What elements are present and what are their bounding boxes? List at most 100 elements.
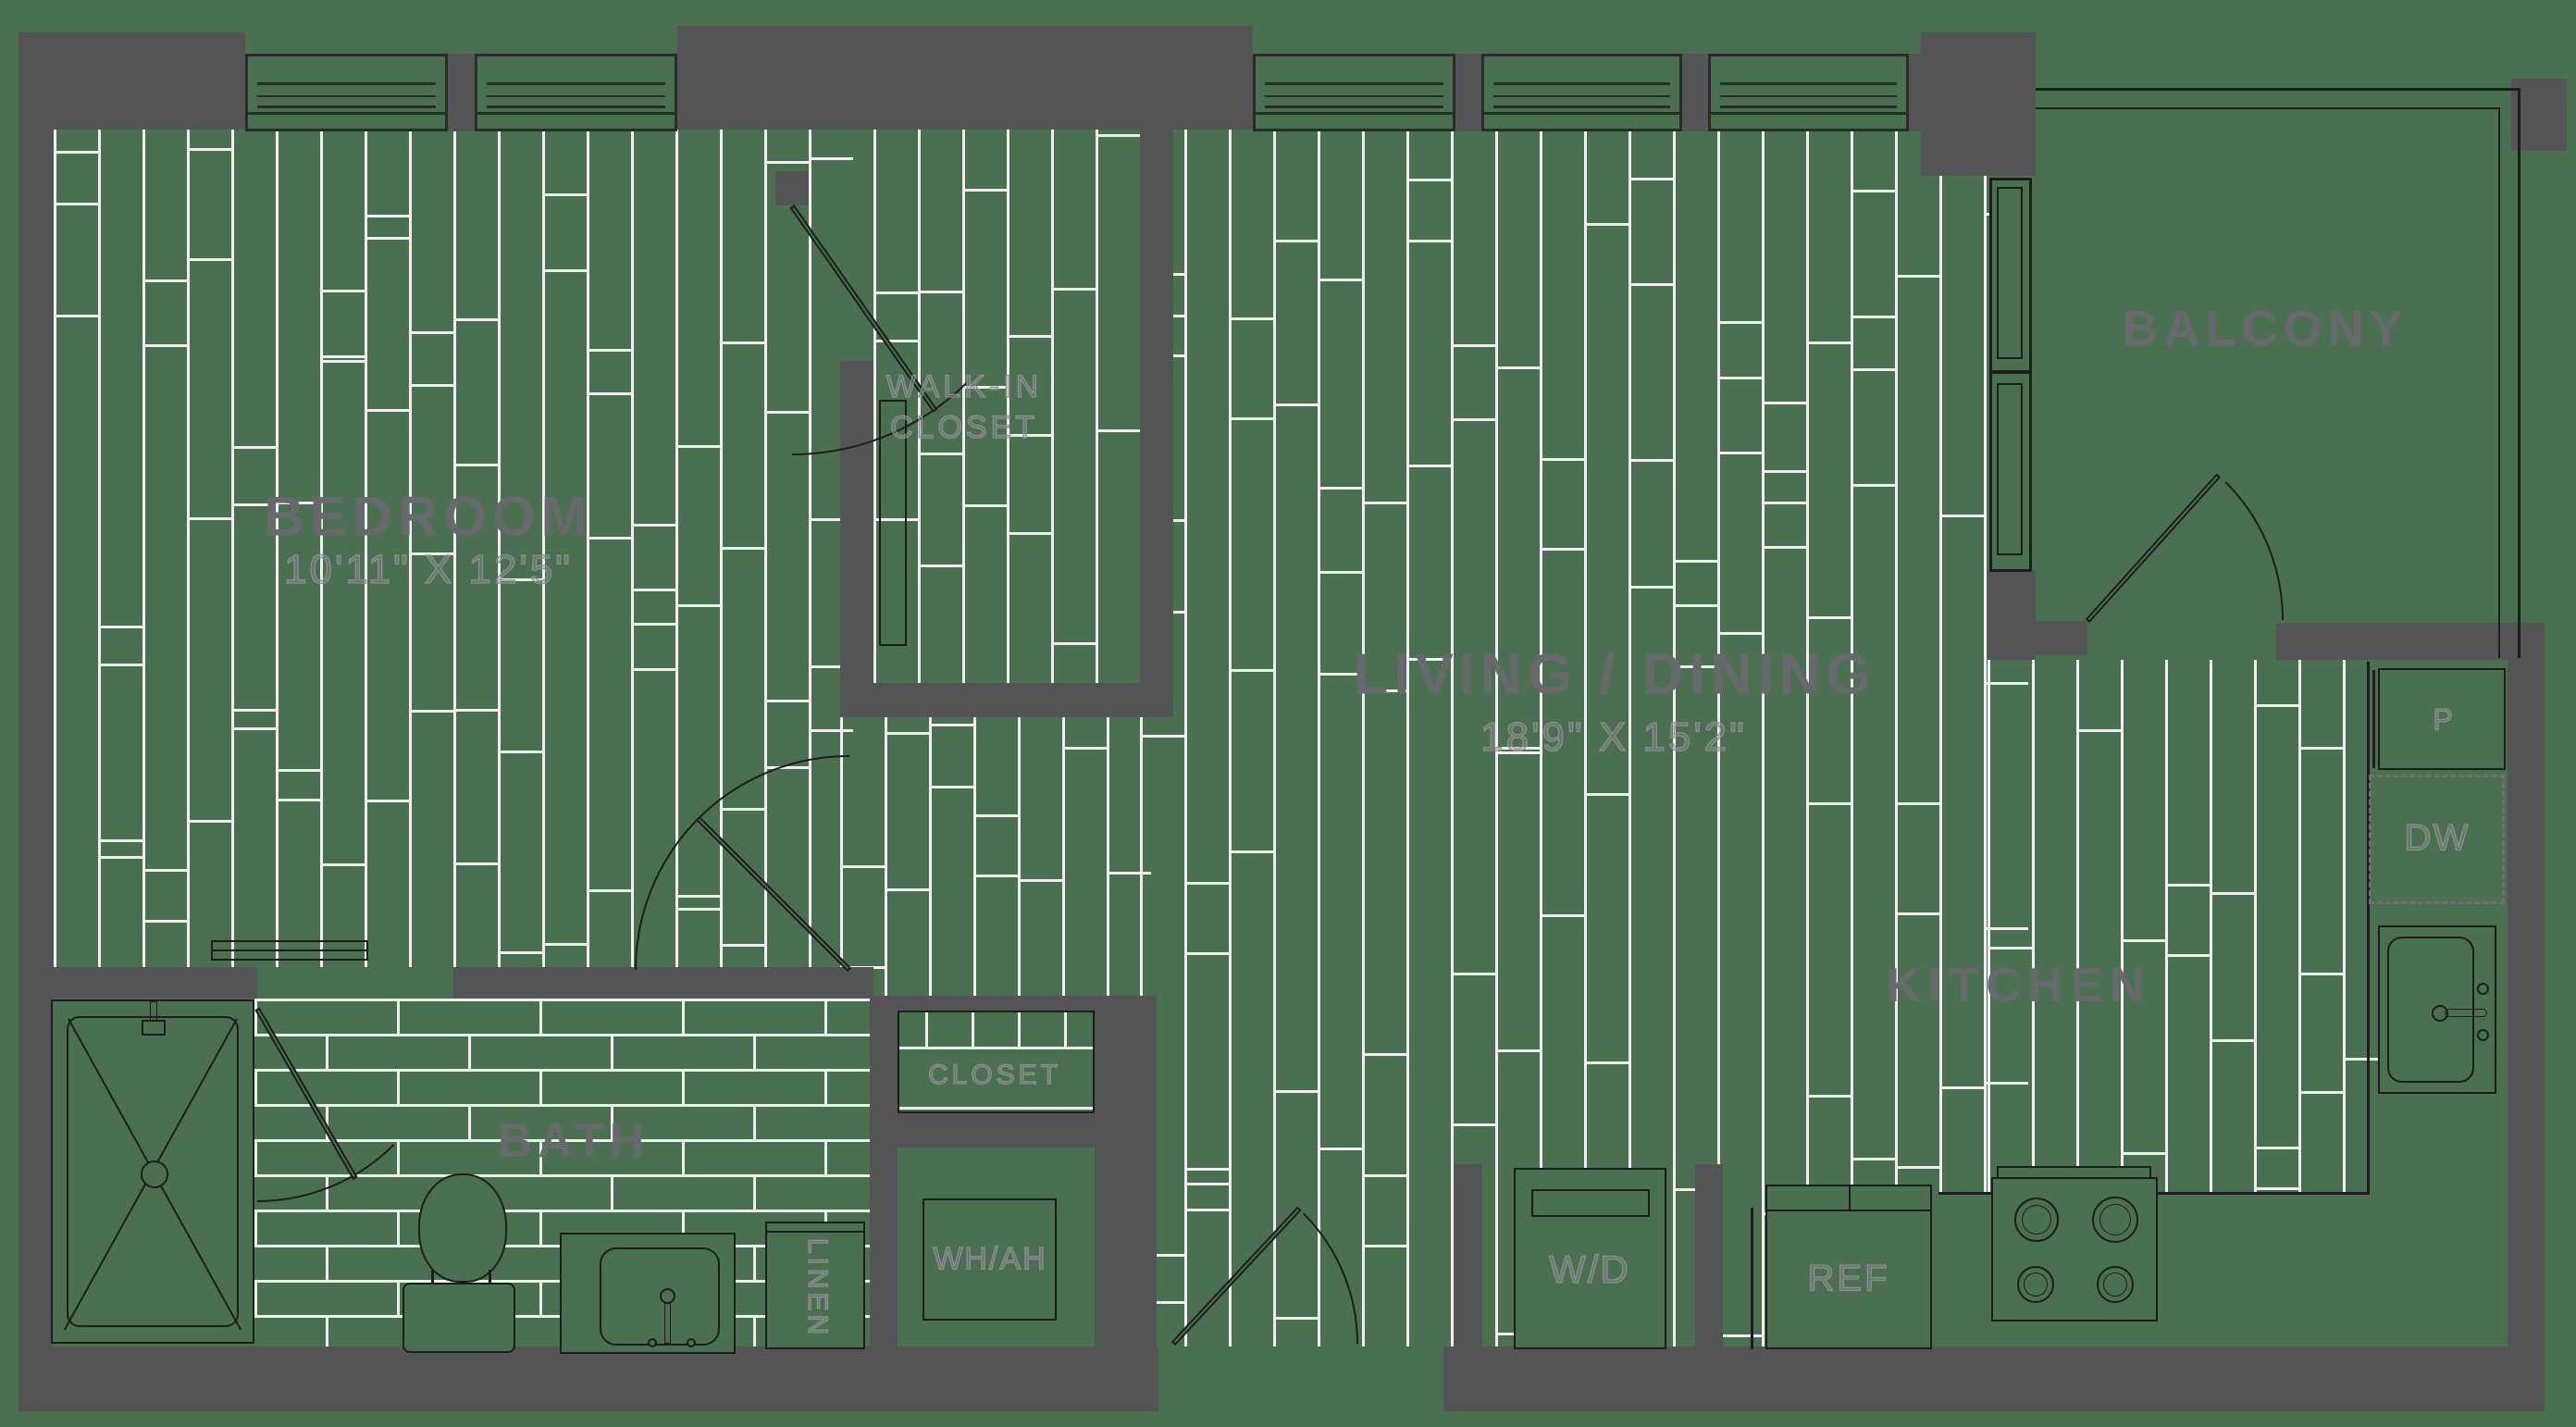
- plank-seam: [1320, 673, 1362, 676]
- wall-balcony-left-lower: [1988, 571, 2036, 660]
- closet-hanger-tick: [972, 1012, 974, 1049]
- plank-seam: [634, 668, 675, 671]
- plank-seam: [1098, 134, 1140, 137]
- plank-seam: [101, 664, 142, 666]
- burner-inner: [2022, 1205, 2051, 1235]
- wall-bottom-left: [19, 1346, 1158, 1411]
- plank-seam: [545, 943, 587, 946]
- tile-joint: [539, 1210, 542, 1245]
- plank-seam: [323, 290, 365, 292]
- plank-seam: [1232, 669, 1273, 672]
- refrigerator-door-line: [1767, 1210, 1930, 1211]
- bedroom-dimensions: 10'11" X 12'5": [283, 546, 573, 592]
- wall-top-left-block: [19, 32, 245, 130]
- balcony-glass-pane-upper: [1997, 187, 2023, 359]
- bath-label: BATH: [497, 1114, 650, 1168]
- bedroom-label: BEDROOM: [264, 485, 593, 548]
- living-floor: [1140, 130, 2028, 1346]
- walkin-closet-line2: CLOSET: [889, 409, 1039, 445]
- tile-joint: [611, 1034, 613, 1069]
- window-2: [475, 54, 677, 131]
- wall-window-pier-3: [1682, 54, 1708, 131]
- plank-seam: [190, 517, 231, 520]
- plank-seam: [811, 157, 853, 160]
- plank-seam: [1942, 515, 1984, 517]
- burner-inner: [2024, 1272, 2048, 1297]
- plank-seam: [279, 769, 320, 772]
- plank-seam: [965, 386, 1007, 389]
- plank-seam: [2124, 939, 2165, 942]
- closet-hanger-tick: [925, 1012, 928, 1049]
- wall-balcony-bottom-stub: [2034, 621, 2087, 655]
- shower-head-stem: [150, 1001, 157, 1022]
- plank-seam: [1454, 973, 1495, 975]
- plank-seam: [412, 331, 453, 334]
- plank-seam: [2301, 973, 2343, 975]
- plank-seam: [887, 888, 929, 891]
- linen-label: LINEN: [801, 1237, 833, 1339]
- water-heater-box: [923, 1198, 1057, 1321]
- hall-floor: [840, 717, 1151, 999]
- plank-seam: [1498, 366, 1540, 369]
- plank-seam: [1365, 502, 1406, 504]
- plank-seam: [1898, 802, 1939, 805]
- wall-closet-niche-bottom: [870, 1113, 1157, 1148]
- plank-seam: [456, 709, 498, 712]
- plank-seam: [1990, 947, 2032, 949]
- plank-seam: [145, 279, 187, 282]
- plank-seam: [1676, 560, 1717, 563]
- pantry-cabinet: [2378, 668, 2506, 770]
- plank-seam: [1232, 417, 1273, 420]
- plank-seam: [1143, 1254, 1184, 1257]
- plank-seam: [589, 889, 631, 892]
- plank-seam: [2301, 747, 2343, 750]
- wall-window-pier-4: [1909, 54, 1921, 131]
- plank-seam: [323, 360, 365, 363]
- tile-joint: [824, 999, 827, 1034]
- window-glass-line: [1493, 95, 1670, 97]
- walkin-closet-label: WALK-IN CLOSET: [886, 366, 1042, 448]
- plank-seam: [456, 862, 498, 865]
- tile-joint: [326, 1315, 328, 1350]
- plank-seam: [145, 344, 187, 347]
- plank-seam: [1409, 465, 1451, 467]
- plank-seam: [1853, 190, 1895, 192]
- tile-joint: [682, 1069, 685, 1104]
- plank-seam: [1720, 377, 1762, 379]
- dishwasher-box: [2369, 775, 2505, 904]
- tile-joint: [397, 1139, 400, 1174]
- plank-seam: [1853, 368, 1895, 371]
- plank-seam: [723, 547, 764, 550]
- plank-seam: [367, 409, 409, 412]
- plank-seam: [2301, 1091, 2343, 1094]
- plank-seam: [843, 865, 885, 868]
- window-frame: [1720, 82, 1897, 108]
- plank-seam: [1809, 341, 1851, 344]
- tile-joint: [753, 1034, 756, 1069]
- plank-seam: [190, 148, 231, 151]
- plank-seam: [1187, 882, 1229, 885]
- plank-seam: [412, 384, 453, 387]
- plank-seam: [456, 464, 498, 466]
- plank-seam: [1320, 571, 1362, 574]
- plank-seam: [723, 341, 764, 344]
- plank-seam: [1676, 665, 1717, 668]
- dishwasher-label: DW: [2404, 817, 2471, 859]
- window-5: [1708, 54, 1909, 131]
- tile-joint: [539, 1139, 542, 1174]
- wall-closet-niche-top: [870, 996, 1157, 1011]
- balcony-glass-wall: [1989, 178, 2032, 572]
- plank-seam: [932, 724, 973, 726]
- plank-seam: [1498, 747, 1540, 750]
- tile-joint: [397, 999, 400, 1034]
- tile-joint: [539, 1069, 542, 1104]
- plank-seam: [589, 392, 631, 395]
- tile-joint: [397, 1069, 400, 1104]
- wall-top-corner-block: [2511, 79, 2567, 151]
- plank-seam: [1898, 1166, 1939, 1169]
- tile-joint: [539, 999, 542, 1034]
- kitchen-sink-counter: [2378, 925, 2496, 1094]
- kitchen-faucet-spout: [2445, 1009, 2487, 1017]
- plank-seam: [1631, 459, 1673, 462]
- plank-seam: [1009, 434, 1051, 437]
